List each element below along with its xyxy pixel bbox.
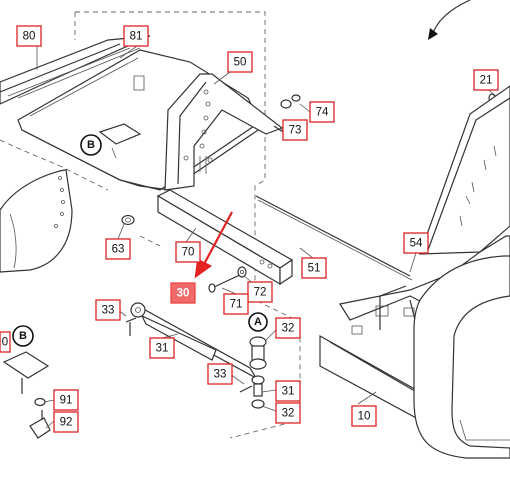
rod-51 <box>255 195 413 281</box>
callout-label: 33 <box>102 305 115 317</box>
callout-box <box>282 119 308 141</box>
callout-label: 33 <box>214 369 227 381</box>
callout-part-31[interactable]: 31 <box>275 380 301 402</box>
callout-box <box>105 238 131 260</box>
callout-box <box>275 317 301 339</box>
part-callouts: 80 81 50 21 74 73 63 70 54 51 72 30 71 33 32 31 33 31 32 10… <box>0 25 499 433</box>
callout-label: 70 <box>182 247 195 259</box>
callout-box <box>403 232 429 254</box>
left-chute <box>0 169 73 273</box>
callout-box <box>275 380 301 402</box>
callout-part-63[interactable]: 63 <box>105 238 131 260</box>
callout-part-33[interactable]: 33 <box>207 363 233 385</box>
callout-part-73[interactable]: 73 <box>282 119 308 141</box>
callout-part-0[interactable]: 0 <box>0 331 11 353</box>
ref-marker-label: A <box>254 316 262 328</box>
callout-label: 32 <box>282 408 295 420</box>
callout-part-80[interactable]: 80 <box>16 25 42 47</box>
callout-box <box>170 282 196 304</box>
callout-label: 30 <box>177 288 190 300</box>
ref-marker-circle <box>80 134 102 156</box>
callout-part-51[interactable]: 51 <box>301 257 327 279</box>
callout-box <box>309 101 335 123</box>
hardware-fasteners <box>121 93 507 293</box>
foot-assembly <box>2 351 51 439</box>
callout-label: 91 <box>60 395 73 407</box>
callout-part-91[interactable]: 91 <box>53 389 79 411</box>
callout-label: 10 <box>358 411 371 423</box>
ref-marker-b: B <box>12 325 34 347</box>
callout-part-32[interactable]: 32 <box>275 402 301 424</box>
callout-box <box>16 25 42 47</box>
callout-box <box>53 411 79 433</box>
callout-label: 72 <box>254 287 267 299</box>
callout-part-32[interactable]: 32 <box>275 317 301 339</box>
callout-label: 31 <box>156 343 169 355</box>
ref-marker-label: B <box>87 139 95 151</box>
leader-lines <box>36 45 497 429</box>
callout-part-74[interactable]: 74 <box>309 101 335 123</box>
ref-marker-b: B <box>80 134 102 156</box>
callout-part-30-highlighted[interactable]: 30 <box>170 282 196 304</box>
callout-label: 50 <box>234 57 247 69</box>
callout-part-92[interactable]: 92 <box>53 411 79 433</box>
tube-70 <box>156 189 294 286</box>
callout-box <box>0 331 11 353</box>
upright-frame <box>419 85 510 255</box>
callout-part-21[interactable]: 21 <box>473 69 499 91</box>
callout-box <box>149 337 175 359</box>
callout-box <box>247 281 273 303</box>
callout-part-81[interactable]: 81 <box>123 25 149 47</box>
callout-label: 80 <box>23 31 36 43</box>
callout-part-72[interactable]: 72 <box>247 281 273 303</box>
highlight-pointer-arrow <box>194 211 233 279</box>
callout-label: 51 <box>308 263 321 275</box>
callout-part-33[interactable]: 33 <box>95 299 121 321</box>
rotation-arrow <box>428 0 471 40</box>
cylinder-30 <box>125 302 267 409</box>
callout-label: 73 <box>289 125 302 137</box>
reference-markers: B B A <box>12 134 268 347</box>
callout-label: 32 <box>282 323 295 335</box>
ref-marker-circle <box>248 312 268 332</box>
callout-box <box>207 363 233 385</box>
callout-label: 92 <box>60 417 73 429</box>
callout-box <box>175 241 201 263</box>
frame-10 <box>319 235 510 459</box>
ramp-plate-assembly <box>0 35 265 191</box>
callout-label: 71 <box>230 299 243 311</box>
callout-box <box>227 51 253 73</box>
callout-part-70[interactable]: 70 <box>175 241 201 263</box>
callout-part-54[interactable]: 54 <box>403 232 429 254</box>
callout-box <box>473 69 499 91</box>
callout-part-71[interactable]: 71 <box>223 293 249 315</box>
bracket-50 <box>164 73 284 191</box>
callout-label: 74 <box>316 107 329 119</box>
callout-part-10[interactable]: 10 <box>351 405 377 427</box>
callout-label: 31 <box>282 386 295 398</box>
callout-box <box>53 389 79 411</box>
callout-box <box>275 402 301 424</box>
callout-box <box>123 25 149 47</box>
callout-label: 63 <box>112 244 125 256</box>
callout-label: 54 <box>410 238 423 250</box>
callout-label: 0 <box>2 337 8 349</box>
callout-label: 21 <box>480 75 493 87</box>
ref-marker-a: A <box>248 312 268 332</box>
callout-part-50[interactable]: 50 <box>227 51 253 73</box>
callout-box <box>223 293 249 315</box>
callout-part-31[interactable]: 31 <box>149 337 175 359</box>
callout-box <box>301 257 327 279</box>
callout-box <box>351 405 377 427</box>
callout-label: 81 <box>130 31 143 43</box>
ref-marker-circle <box>12 325 34 347</box>
callout-box <box>95 299 121 321</box>
ref-marker-label: B <box>19 330 27 342</box>
